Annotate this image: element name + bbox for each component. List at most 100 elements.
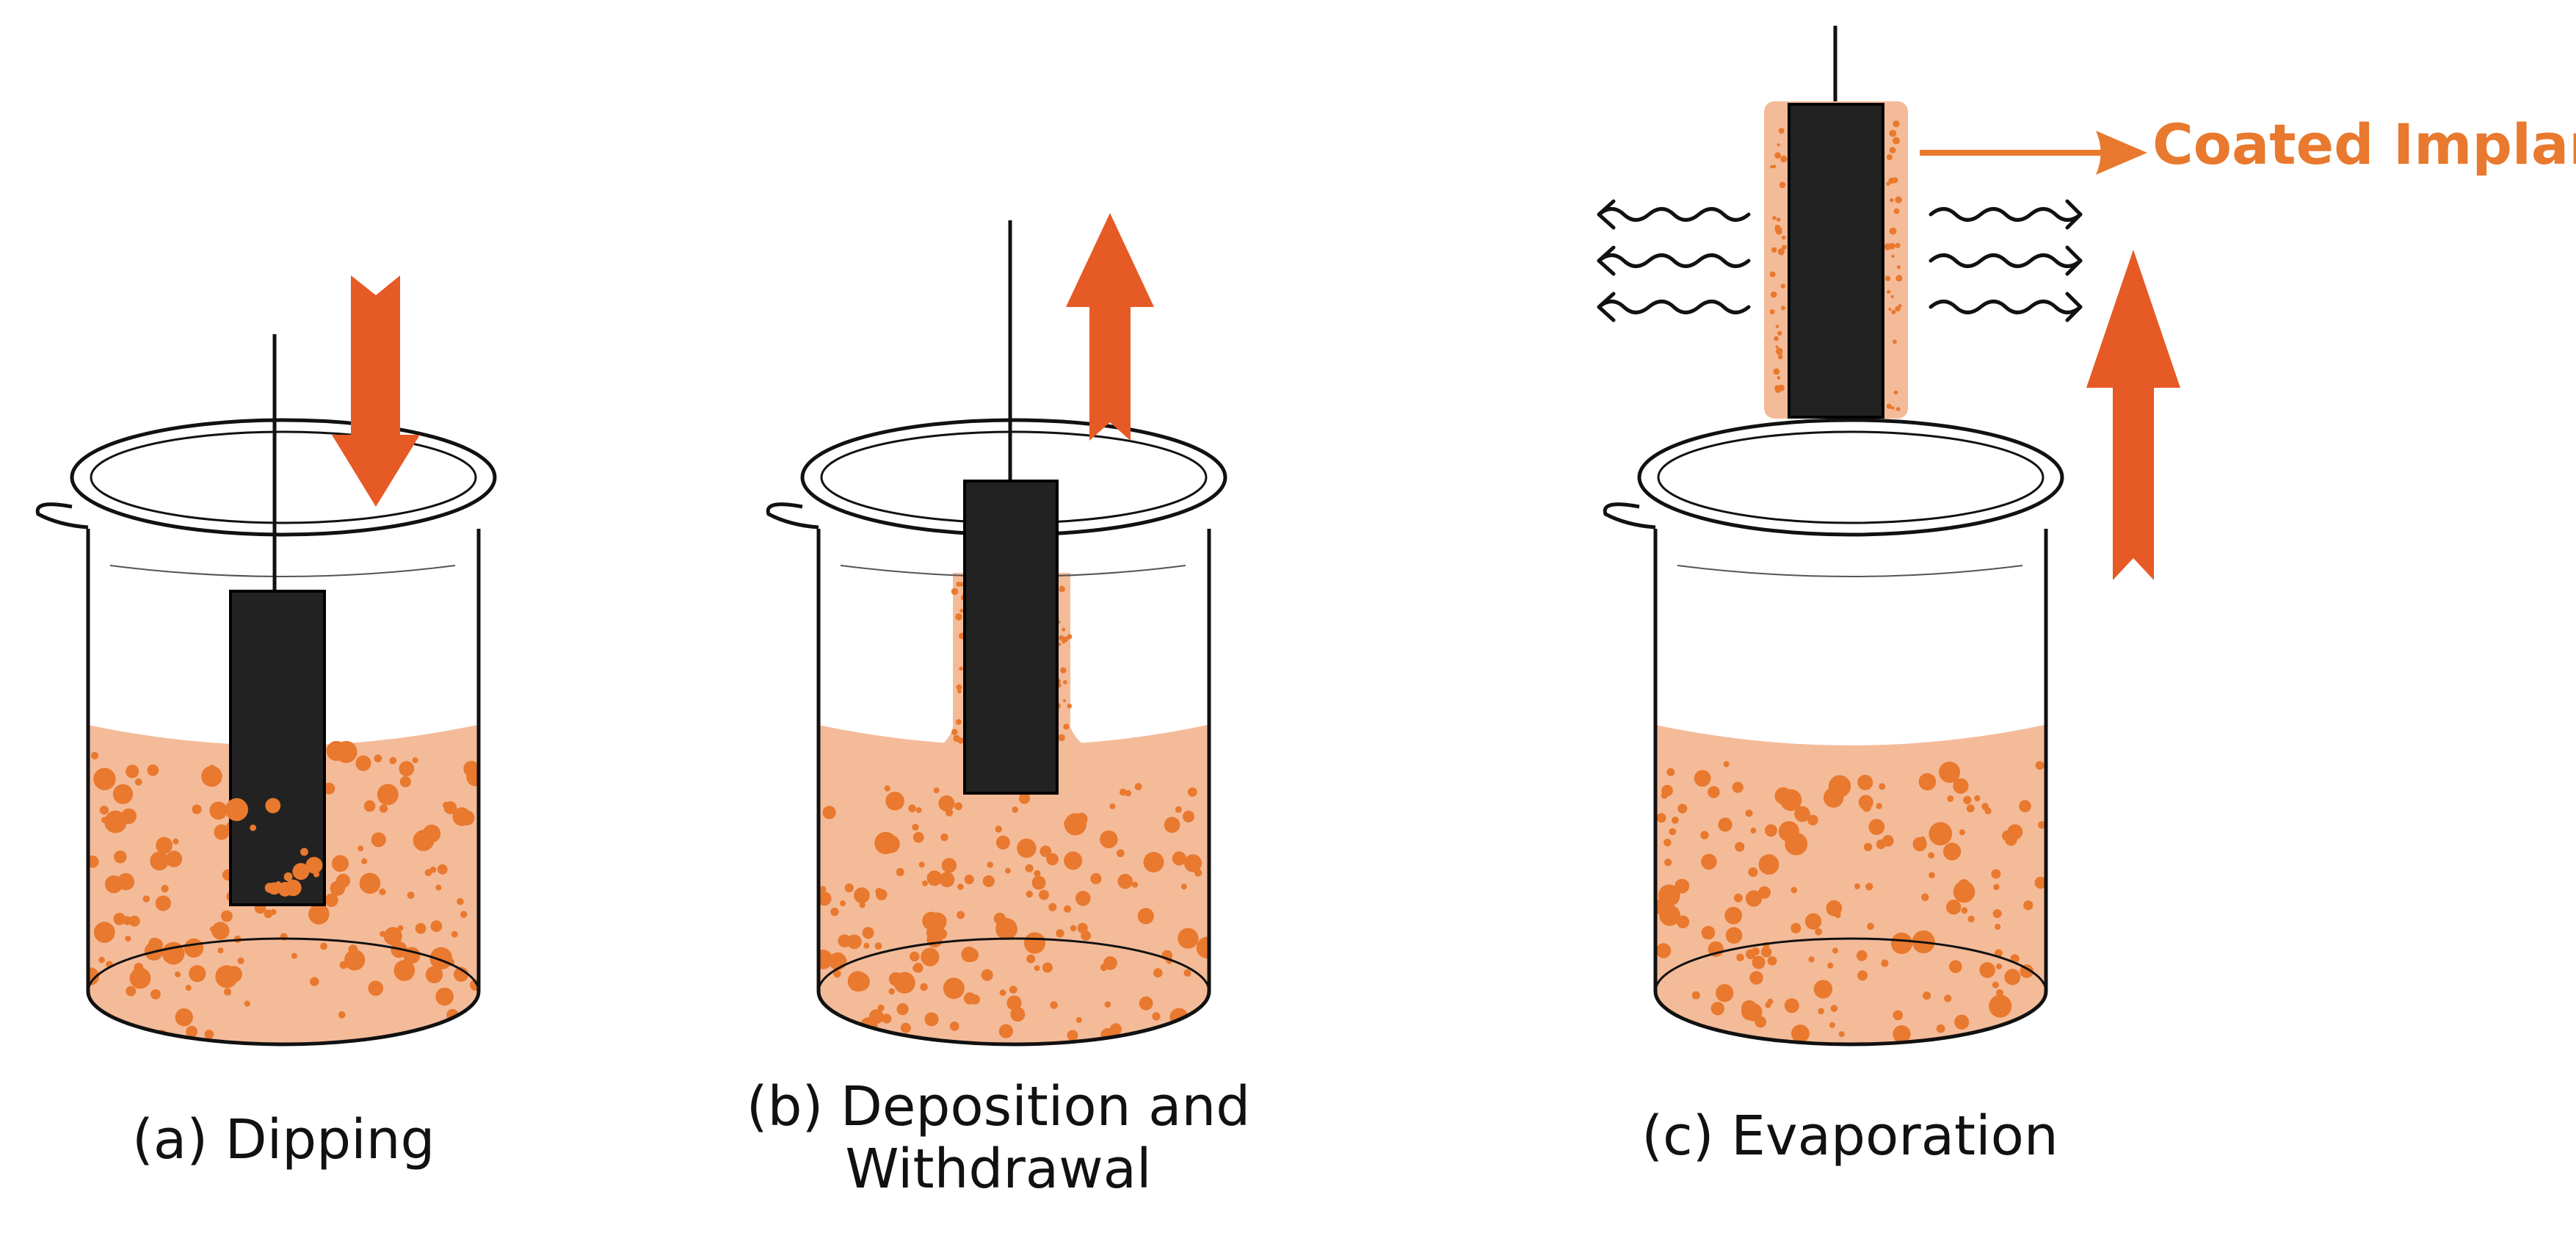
particle [1050,1001,1058,1009]
particle [1012,806,1018,813]
particle [1974,795,1981,802]
caption-deposition: (b) Deposition and Withdrawal [734,1075,1263,1201]
particle [1056,929,1064,938]
particle [2034,876,2046,889]
particle [348,944,358,954]
particle [1827,962,1834,969]
particle [1893,208,1900,214]
particle [377,784,399,806]
particle [920,983,928,991]
particle [1183,969,1191,977]
particle [1863,842,1873,852]
particle [959,609,964,613]
particle [1936,1024,1945,1033]
particle [900,1022,911,1033]
particle [335,740,358,763]
particle [1778,128,1785,134]
implant [1788,103,1884,419]
particle [1187,787,1197,797]
particle [1826,900,1843,917]
particle [1781,306,1786,311]
particle [840,900,846,906]
particle [1772,165,1777,169]
particle [1100,964,1108,972]
particle [896,867,904,877]
particle [1815,928,1823,936]
particle [225,798,248,821]
particle [862,927,874,939]
particle [1954,1014,1970,1030]
particle [451,930,458,938]
particle [833,969,841,978]
particle [1790,922,1802,933]
particle [1725,927,1743,944]
implant [229,590,326,906]
particle [888,988,895,995]
particle [854,887,870,904]
particle [1895,242,1901,248]
particle [956,684,962,691]
particle [882,1013,892,1024]
particle [995,825,1003,833]
particle [1928,852,1935,859]
beaker-dipping [35,275,497,1047]
particle [385,931,392,938]
particle [1777,330,1782,336]
particle [147,764,159,776]
particle [1777,354,1783,360]
particle [437,864,448,875]
particle [1723,761,1730,767]
particle [922,880,928,886]
particle [955,613,962,621]
beaker-evaporation [1597,26,2180,1047]
particle [1109,803,1116,809]
particle [324,893,338,907]
particle [933,787,940,794]
particle [1884,243,1891,250]
particle [114,850,127,864]
particle [964,874,974,884]
particle [981,969,993,981]
particle [407,892,415,899]
particle [1959,829,1965,836]
particle [1879,783,1886,790]
particle [2007,824,2023,840]
particle [956,582,961,587]
particle [430,920,443,933]
particle [1886,181,1890,186]
particle [244,1000,250,1007]
particle [1023,932,1046,954]
particle [1100,830,1118,849]
particle [463,761,479,777]
particle [1042,962,1053,973]
particle [1773,368,1780,375]
particle [88,967,100,986]
particle [1666,767,1675,776]
particle [1039,889,1049,900]
particle [1888,308,1892,311]
particle [95,1018,102,1025]
particle [822,806,836,820]
orange-up-arrow [1066,213,1154,441]
particle [1996,964,2002,969]
particle [1745,809,1753,817]
particle [1857,970,1868,981]
particle [1009,986,1017,994]
particle [1889,132,1893,136]
particle [1026,954,1036,964]
particle [175,971,181,977]
particle [117,872,135,891]
particle [1075,891,1091,906]
particle [2004,969,2021,986]
particle [874,942,882,950]
particle [1891,254,1895,259]
particle [1777,376,1781,380]
particle [999,989,1006,997]
particle [1886,403,1892,409]
particle [1920,836,1926,842]
particle [1995,923,2001,930]
particle [1929,872,1935,878]
particle [1890,198,1894,203]
particle [912,823,919,831]
